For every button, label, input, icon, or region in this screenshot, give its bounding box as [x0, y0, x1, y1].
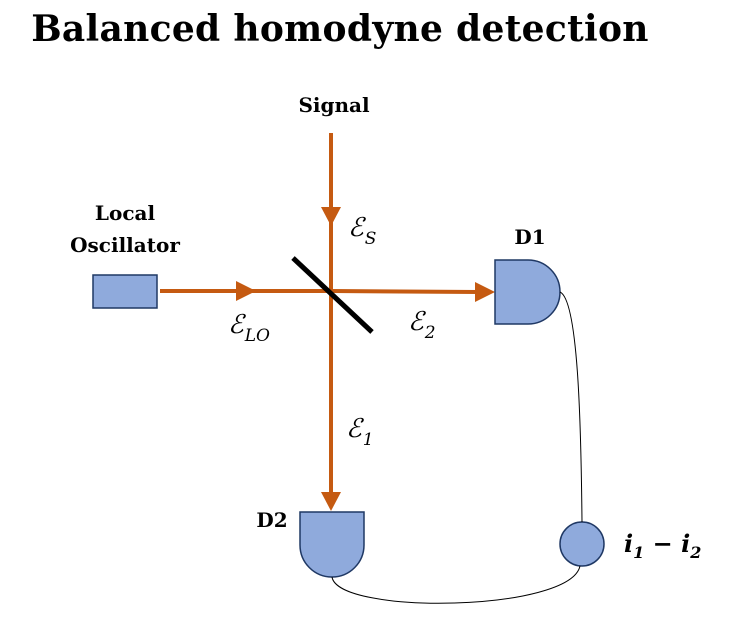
wire-d1-to-subtractor: [559, 291, 583, 523]
detector-d2-label: D2: [256, 508, 287, 532]
diagram-title: Balanced homodyne detection: [31, 8, 649, 50]
detector-d1-label: D1: [514, 225, 545, 249]
lo-beam-arrow: [236, 281, 256, 301]
output-beam-2-arrow: [475, 282, 495, 302]
lo-field-label: ℰLO: [228, 310, 270, 346]
local-oscillator-label-line1: Local: [95, 201, 156, 225]
detector-d2: [299, 511, 365, 578]
beam-splitter: [291, 256, 374, 334]
detector-d1: [494, 259, 561, 325]
signal-field-label: ℰS: [348, 213, 376, 249]
signal-label: Signal: [298, 93, 370, 117]
field-2-label: ℰ2: [408, 307, 436, 343]
wire-d2-to-subtractor: [331, 565, 581, 604]
output-beam-2: [330, 289, 479, 294]
subtractor-node: [559, 521, 605, 567]
signal-beam-arrow: [321, 207, 341, 226]
field-1-label: ℰ1: [346, 414, 374, 450]
current-difference-label: i1 − i2: [624, 529, 701, 562]
local-oscillator-box: [92, 274, 158, 309]
local-oscillator-label-line2: Oscillator: [70, 233, 180, 257]
output-beam-1-arrow: [321, 492, 341, 511]
